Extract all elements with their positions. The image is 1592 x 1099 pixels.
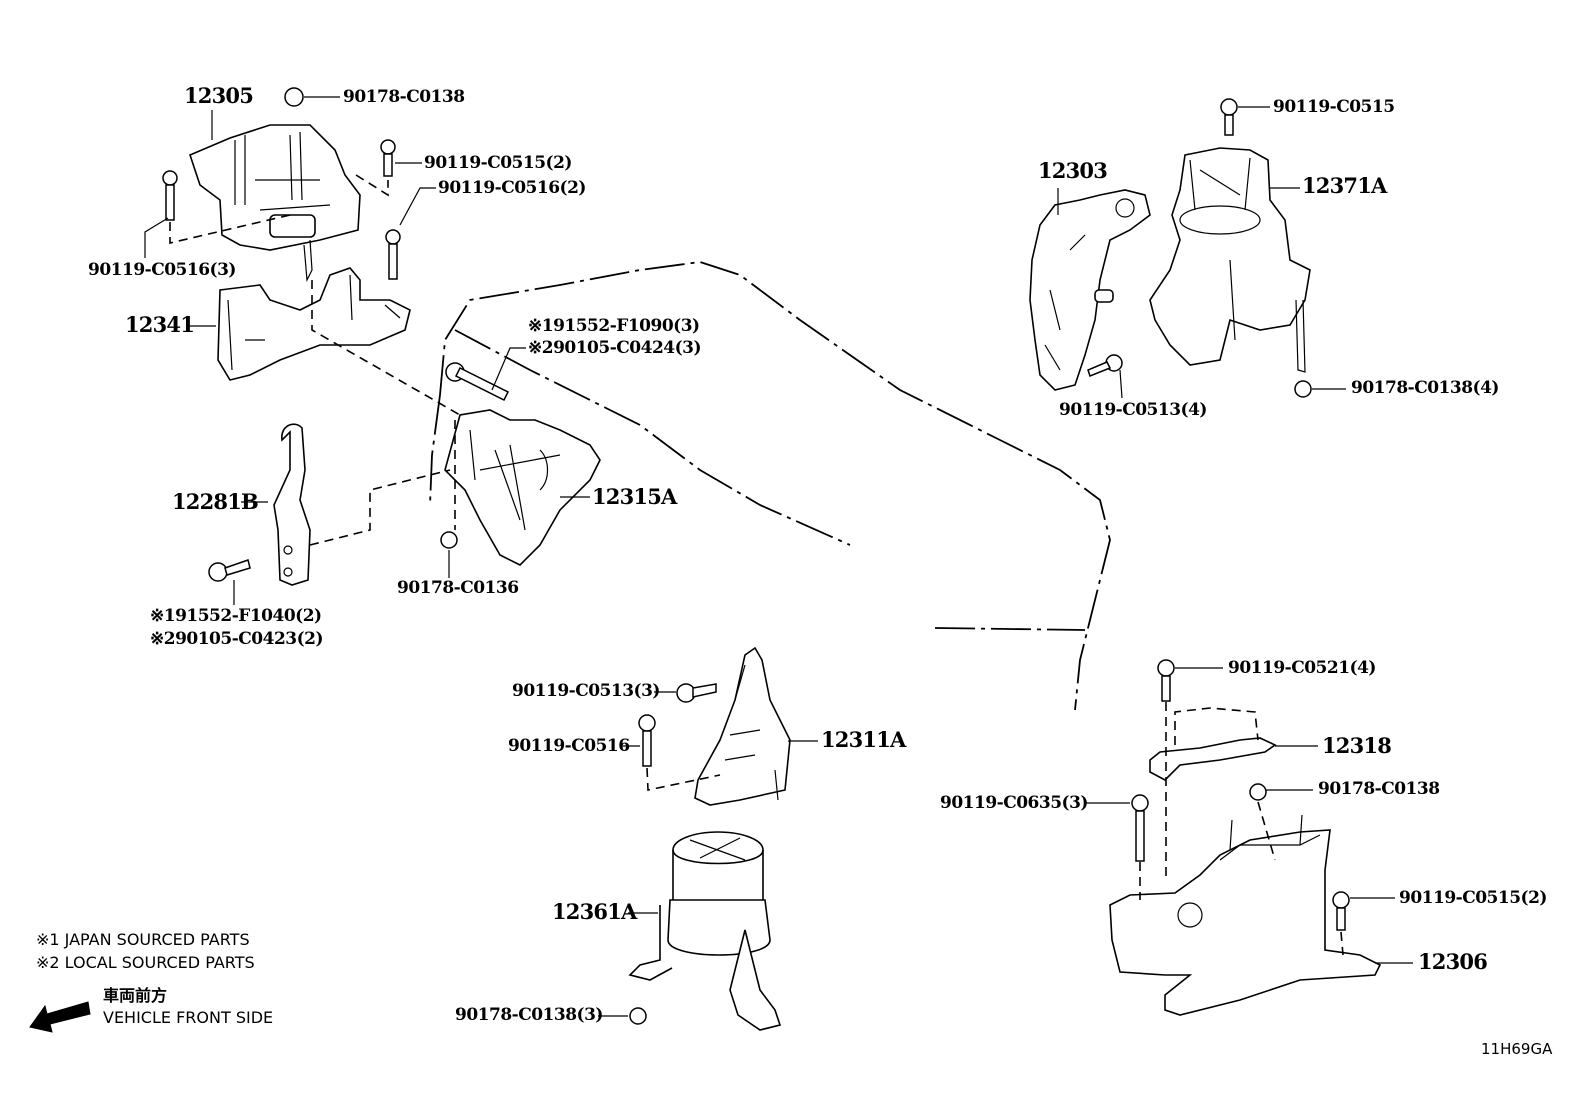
part-label-12305: 12305 <box>184 83 254 108</box>
assembly-lines <box>169 174 1344 956</box>
fastener-label: ※290105-C0423(2) <box>150 629 324 649</box>
part-12318 <box>1149 707 1277 781</box>
fastener-label: 90119-C0516(3) <box>88 260 236 280</box>
fastener-label: ※191552-F1040(2) <box>150 606 322 626</box>
part-12306 <box>1109 814 1382 1016</box>
fastener-label: 90119-C0635(3) <box>940 793 1088 813</box>
engine-outline <box>439 261 1111 711</box>
part-12281B <box>273 423 311 586</box>
vehicle-front-label-jp: 車両前方 <box>103 986 168 1005</box>
fastener-label: 90119-C0516(2) <box>438 178 586 198</box>
fastener-label: 90119-C0515(2) <box>424 153 572 173</box>
part-label-12311A: 12311A <box>821 727 906 752</box>
fastener-label: 90119-C0515 <box>1273 97 1395 117</box>
part-label-12318: 12318 <box>1322 733 1392 758</box>
fastener-label: 90178-C0138(4) <box>1351 378 1499 398</box>
fastener-label: 90119-C0513(4) <box>1059 400 1207 420</box>
fastener-label: 90119-C0513(3) <box>512 681 660 701</box>
engine-outline-base <box>934 627 1086 631</box>
part-12315A <box>444 409 601 566</box>
part-label-12371A: 12371A <box>1302 173 1387 198</box>
part-12371A <box>1149 147 1311 373</box>
part-12311A <box>694 646 791 806</box>
fastener-label: 90119-C0516 <box>508 736 630 756</box>
part-12361A <box>628 831 782 1031</box>
fasteners <box>162 87 1350 1025</box>
part-label-12341: 12341 <box>125 312 195 337</box>
left-arrow-icon <box>29 1001 91 1033</box>
part-12303 <box>1029 189 1151 391</box>
fastener-label: 90178-C0138 <box>343 87 465 107</box>
engine-outline-lower <box>454 329 851 546</box>
legend-note-japan-sourced: ※1 JAPAN SOURCED PARTS <box>36 930 250 949</box>
legend-note-local-sourced: ※2 LOCAL SOURCED PARTS <box>36 953 255 972</box>
fastener-label: 90178-C0138 <box>1318 779 1440 799</box>
fastener-label: 90119-C0521(4) <box>1228 658 1376 678</box>
diagram-code: 11H69GA <box>1481 1040 1553 1058</box>
fastener-label: ※191552-F1090(3) <box>528 316 700 336</box>
vehicle-front-label: VEHICLE FRONT SIDE <box>103 1008 274 1027</box>
leader-lines <box>144 96 1413 1017</box>
part-label-12315A: 12315A <box>592 484 677 509</box>
part-label-12361A: 12361A <box>552 899 637 924</box>
part-label-12303: 12303 <box>1038 158 1108 183</box>
part-label-12306: 12306 <box>1418 949 1488 974</box>
part-label-12281B: 12281B <box>172 489 259 514</box>
part-12305 <box>189 124 361 283</box>
fastener-label: 90178-C0136 <box>397 578 519 598</box>
fastener-label: 90178-C0138(3) <box>455 1005 603 1025</box>
part-12341 <box>217 267 411 381</box>
fastener-label: ※290105-C0424(3) <box>528 338 702 358</box>
fastener-label: 90119-C0515(2) <box>1399 888 1547 908</box>
